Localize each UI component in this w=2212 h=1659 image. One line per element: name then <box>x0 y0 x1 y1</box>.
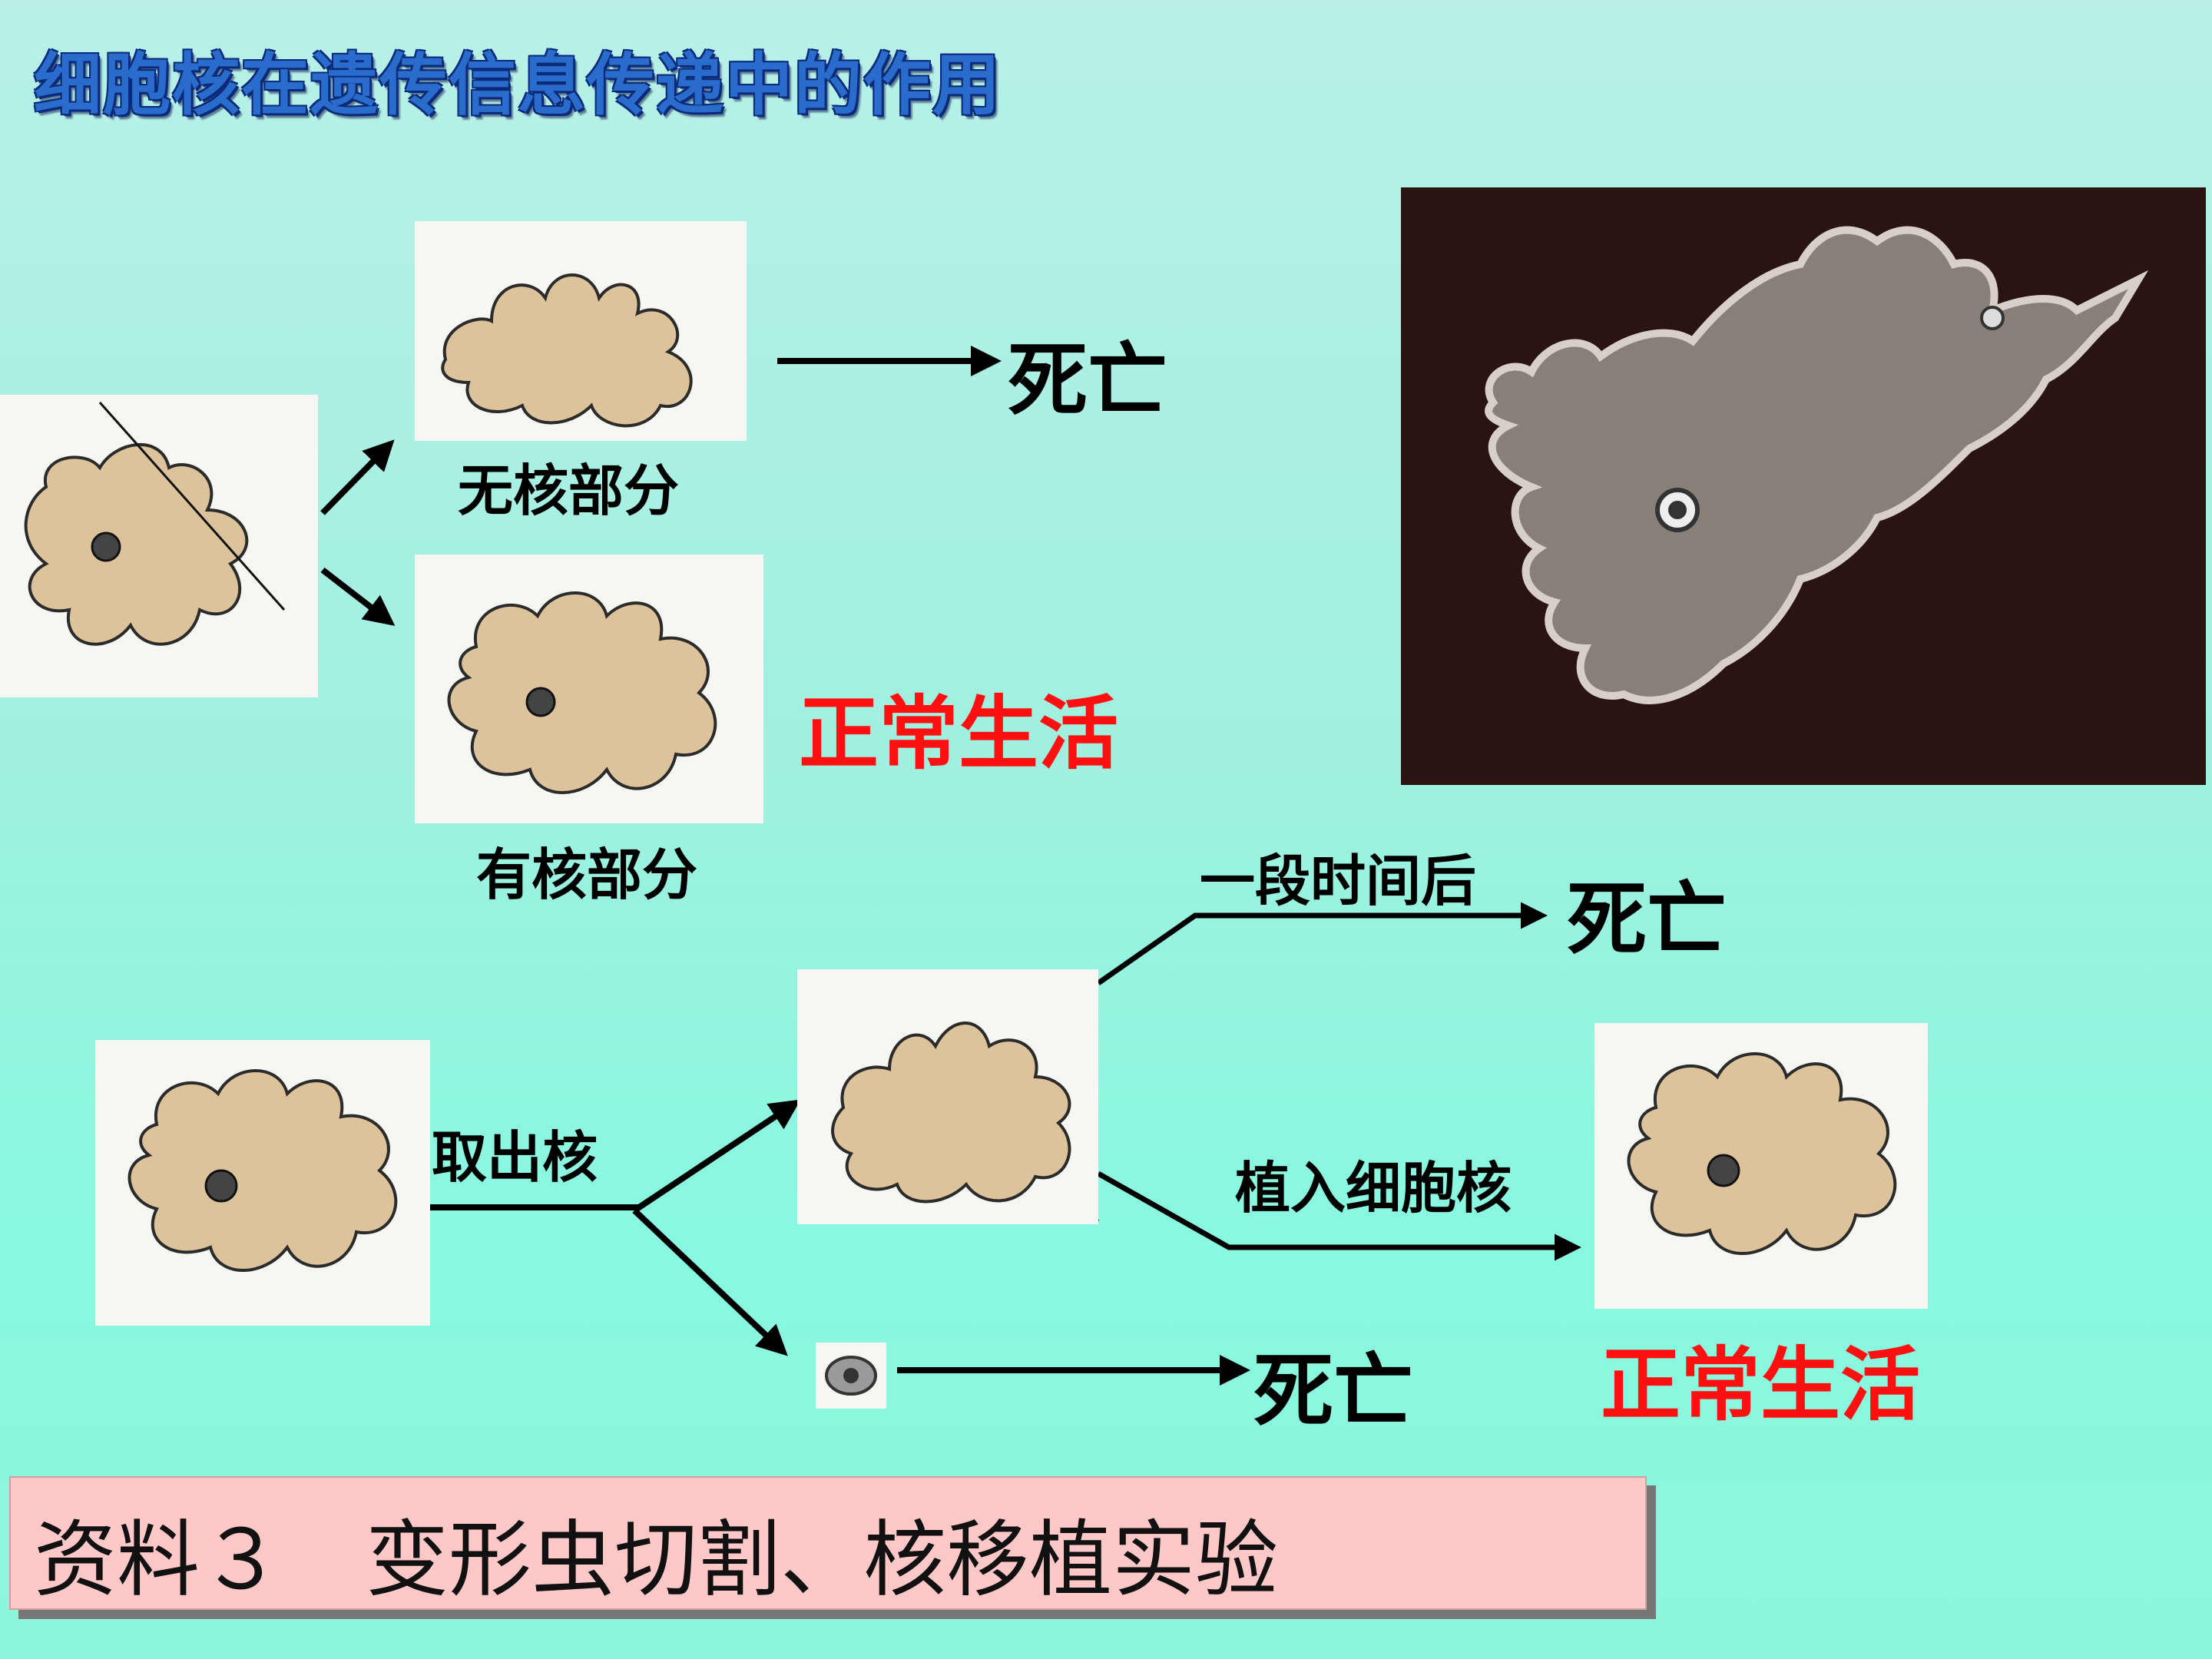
implanted-amoeba-image <box>1594 1023 1928 1309</box>
arrow-to-nucleus <box>634 1210 783 1352</box>
amoeba-whole-image <box>95 1040 430 1326</box>
arrow-after-time <box>1098 916 1542 983</box>
enucleate-part-image <box>415 221 747 441</box>
nucleate-result-label: 正常生活 <box>799 668 1118 784</box>
enucleate-result-label: 死亡 <box>1008 315 1167 431</box>
after-time-label: 一段时间后 <box>1200 836 1476 916</box>
isolated-nucleus-image <box>816 1343 886 1409</box>
nucleus-alone-result-label: 死亡 <box>1253 1326 1413 1442</box>
enucleate-part-label: 无核部分 <box>458 445 679 526</box>
amoeba-cut-image <box>0 395 318 697</box>
arrow-to-enucleate-part <box>323 444 390 513</box>
implant-nucleus-label: 植入细胞核 <box>1235 1143 1512 1224</box>
nucleate-part-label: 有核部分 <box>476 830 697 910</box>
arrow-to-enucleated-cell <box>634 1103 796 1210</box>
amoeba-photo <box>1401 187 2206 785</box>
arrow-to-nucleate-part <box>323 570 390 622</box>
remove-nucleus-label: 取出核 <box>432 1112 598 1193</box>
caption-text: 资料３ 变形虫切割、核移植实验 <box>34 1493 1278 1613</box>
nucleate-part-image <box>415 555 763 823</box>
after-time-result-label: 死亡 <box>1567 854 1727 970</box>
caption-box: 资料３ 变形虫切割、核移植实验 <box>9 1476 1647 1610</box>
implanted-result-label: 正常生活 <box>1601 1320 1920 1435</box>
enucleated-cell-image <box>797 969 1098 1224</box>
